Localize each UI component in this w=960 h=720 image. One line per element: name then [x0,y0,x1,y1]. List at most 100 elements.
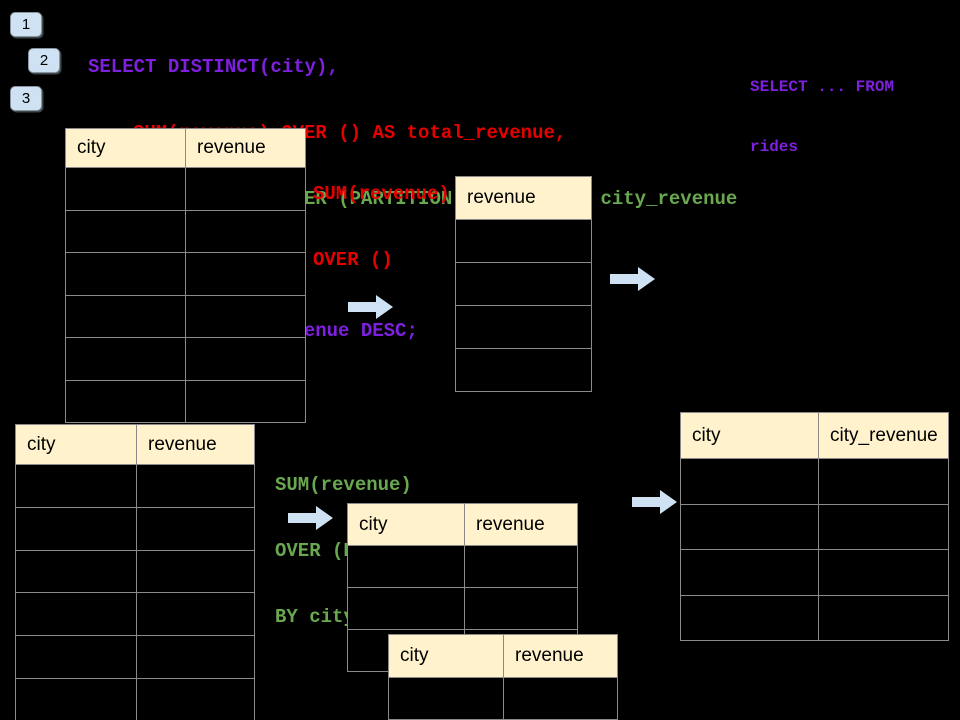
table-row [16,635,254,678]
table-row [456,219,591,262]
table-row [66,379,305,423]
table-header-row: city revenue [348,504,577,545]
table-header-row: city revenue [16,425,254,464]
table-cell [681,505,818,550]
table-partition-front: city revenue [388,634,618,720]
table-cell [348,546,464,587]
table-cell [456,220,591,262]
table-cell [136,465,254,507]
table-cell [136,507,254,550]
table-header-row: city revenue [66,129,305,167]
table-header-row: revenue [456,177,591,219]
table-row [456,262,591,305]
table-cell [348,588,464,629]
table-cell [66,338,185,380]
table-cell [66,253,185,295]
table-header-row: city revenue [389,635,617,677]
table-row [456,305,591,348]
table-row [681,503,948,550]
table-body [389,677,617,720]
right-arrow-icon [632,490,677,514]
side-note-line1: SELECT ... FROM [750,78,895,96]
table-row [16,506,254,550]
table-row [348,587,577,629]
table-cell [681,596,818,641]
right-arrow-icon [288,506,333,530]
table-cell [66,211,185,253]
column-header-revenue: revenue [185,129,305,167]
table-body [681,458,948,640]
table-row [16,464,254,507]
step-badge-3: 3 [10,86,42,111]
annotation-partition-line1: SUM(revenue) [275,474,412,496]
table-cell [456,263,591,305]
column-header-city-revenue: city_revenue [818,413,948,458]
table-row [389,677,617,719]
table-cell [503,678,617,719]
table-row [16,549,254,593]
table-cell [66,296,185,338]
table-row [16,677,254,720]
table-cell [464,546,577,587]
table-cell [456,306,591,348]
table-row [66,337,305,380]
table-cell [16,636,136,678]
table-result-city-revenue: city city_revenue [680,412,949,641]
table-header-row: city city_revenue [681,413,948,458]
table-cell [185,380,305,422]
table-body [456,219,591,391]
sql-line-select: SELECT DISTINCT(city), [88,56,339,78]
column-header-revenue: revenue [503,635,617,677]
table-cell [16,551,136,593]
table-row [66,252,305,295]
step-badge-2: 2 [28,48,60,73]
table-cell [818,595,948,640]
table-cell [456,349,591,391]
table-cell [389,678,503,719]
table-cell [185,295,305,337]
column-header-city: city [400,645,429,666]
table-cell [818,504,948,549]
table-cell [185,168,305,210]
right-arrow-icon [610,267,655,291]
table-rides-source-top: city revenue [65,128,306,423]
table-body [66,167,305,422]
table-row [681,549,948,595]
table-cell [185,253,305,295]
step-badge-1: 1 [10,12,42,37]
table-cell [136,678,254,720]
right-arrow-icon [348,295,393,319]
table-cell [136,593,254,636]
table-cell [66,381,185,423]
table-cell [464,588,577,629]
table-revenue-window: revenue [455,176,592,392]
table-cell [16,465,136,507]
table-cell [681,550,818,595]
table-row [681,458,948,504]
table-row [16,592,254,636]
side-note-select-from-rides: SELECT ... FROM rides [750,37,894,197]
column-header-revenue: revenue [464,504,577,545]
annotation-total-line2: OVER () [313,249,393,271]
column-header-city: city [692,424,721,446]
annotation-total-revenue: SUM(revenue) OVER () [313,139,450,315]
table-cell [818,550,948,595]
table-row [681,594,948,641]
table-cell [185,338,305,380]
table-body [16,464,254,720]
table-row [66,294,305,338]
annotation-total-line1: SUM(revenue) [313,183,450,205]
table-cell [681,459,818,504]
table-row [66,167,305,210]
column-header-city: city [359,513,388,535]
table-cell [16,679,136,720]
table-row [66,209,305,253]
column-header-city: city [27,433,56,455]
table-cell [16,593,136,635]
table-cell [818,459,948,504]
column-header-revenue: revenue [136,425,254,464]
table-cell [136,550,254,593]
table-row [456,348,591,391]
table-rides-source-bottom: city revenue [15,424,255,720]
